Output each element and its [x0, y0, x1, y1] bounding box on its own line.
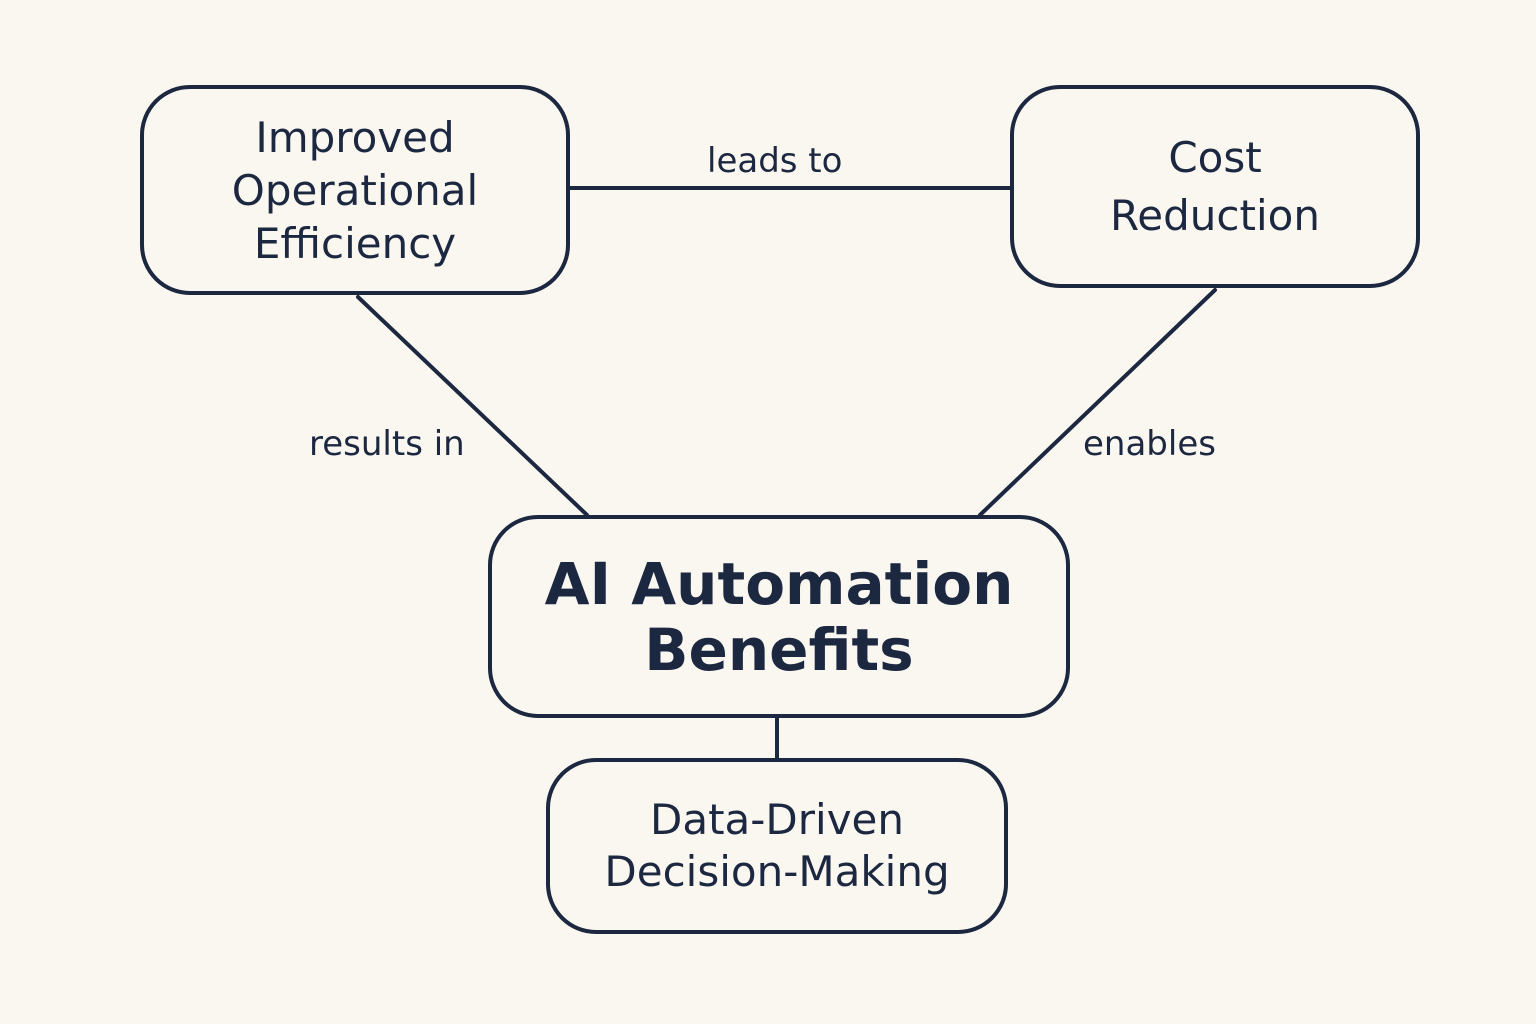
node-ai-automation-benefits: AI Automation Benefits [488, 515, 1070, 718]
node-label-line: Reduction [1110, 190, 1320, 240]
node-label-line: AI Automation [544, 549, 1014, 618]
node-label-line: Operational [231, 165, 479, 215]
edge-label-results-in: results in [309, 424, 465, 464]
node-label-line: Decision-Making [604, 847, 950, 896]
node-label-line: Data-Driven [649, 795, 905, 844]
node-label-line: Efficiency [253, 218, 457, 268]
node-label-line: Improved [255, 112, 455, 162]
node-label-line: Benefits [644, 615, 914, 684]
edge-label-enables: enables [1083, 424, 1216, 464]
node-label-line: Cost [1168, 132, 1262, 182]
node-improved-operational-efficiency: Improved Operational Efficiency [140, 85, 570, 295]
node-cost-reduction: Cost Reduction [1010, 85, 1420, 288]
node-data-driven-decision-making: Data-Driven Decision-Making [546, 758, 1008, 934]
edge-label-leads-to: leads to [707, 141, 843, 181]
connector-efficiency-central [356, 295, 589, 517]
connector-cost-central [978, 288, 1217, 517]
